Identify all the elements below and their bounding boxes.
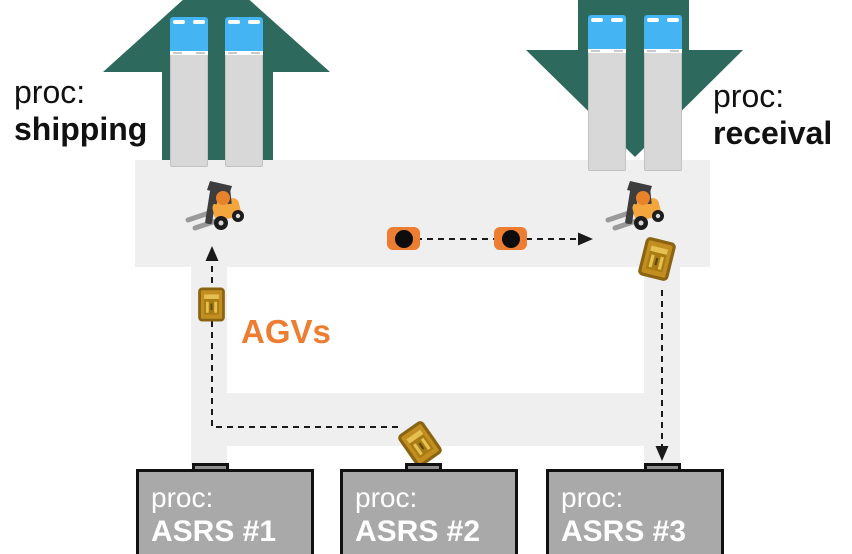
truck-icon: [225, 17, 263, 167]
truck-icon: [170, 17, 208, 167]
shipping-process-label: proc: shipping: [14, 74, 147, 148]
asrs3-proc-prefix: proc:: [561, 482, 624, 513]
crate-icon: [198, 287, 225, 322]
receival-proc-name: receival: [713, 115, 833, 151]
forklift-icon: [185, 181, 244, 231]
asrs1-name: ASRS #1: [151, 515, 277, 548]
flow-arrow-down-icon: [526, 0, 743, 157]
truck-cab: [644, 15, 682, 53]
agv-icon: [494, 227, 527, 250]
crate-icon: [638, 237, 676, 281]
asrs-unit-2: proc: ASRS #2: [340, 469, 518, 554]
agvs-label: AGVs: [241, 313, 331, 350]
floor-corridor-right: [644, 267, 680, 465]
truck-cab: [225, 17, 263, 55]
truck-trailer: [588, 53, 626, 171]
asrs1-proc-prefix: proc:: [151, 482, 214, 513]
truck-icon: [588, 15, 626, 171]
truck-icon: [644, 15, 682, 171]
truck-cab: [170, 17, 208, 55]
receival-proc-prefix: proc:: [713, 78, 785, 114]
asrs2-proc-prefix: proc:: [355, 482, 418, 513]
truck-trailer: [170, 55, 208, 167]
asrs3-name: ASRS #3: [561, 515, 687, 548]
shipping-proc-name: shipping: [14, 111, 148, 147]
truck-trailer: [225, 55, 263, 167]
asrs-unit-3: proc: ASRS #3: [546, 469, 724, 554]
forklift-icon: [605, 181, 664, 231]
asrs2-name: ASRS #2: [355, 515, 481, 548]
asrs-unit-1: proc: ASRS #1: [136, 469, 314, 554]
truck-cab: [588, 15, 626, 53]
shipping-proc-prefix: proc:: [14, 74, 86, 110]
agv-icon: [387, 227, 420, 250]
receival-process-label: proc: receival: [713, 78, 832, 152]
crate-icon: [398, 421, 442, 467]
truck-trailer: [644, 53, 682, 171]
